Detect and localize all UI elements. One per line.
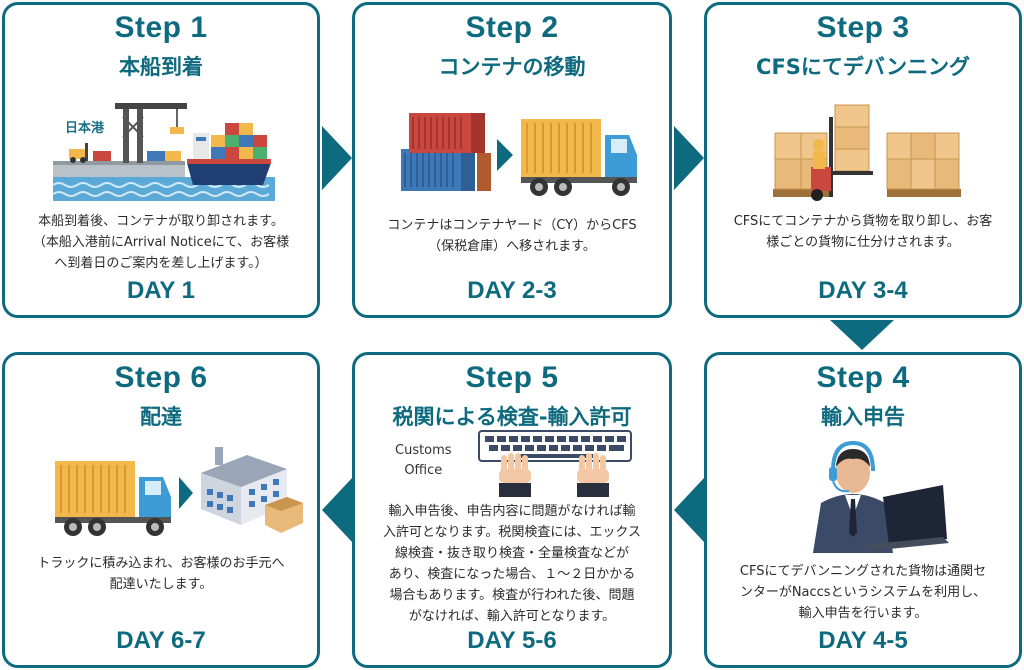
step-number: Step 6 [114,361,208,394]
step-day: DAY 4-5 [818,627,908,654]
step-title: CFSにてデバンニング [756,55,970,79]
truck-to-building-illustration [55,447,303,536]
step-2-card: Step 2 コンテナの移動 コンテナはコンテナヤード（CY）からCFS （保税… [352,2,672,318]
port-label: 日本港 [65,121,105,136]
port-crane-ship-illustration [53,103,275,201]
step-description: トラックに積み込まれ、お客様のお手元へ 配達いたします。 [37,556,285,592]
keyboard-typing-illustration [478,430,632,497]
step-number: Step 2 [465,11,559,44]
operator-with-headset-illustration [813,440,949,553]
containers-to-truck-illustration [401,113,637,196]
step-description: 本船到着後、コンテナが取り卸されます。 （本船入港前にArrival Notic… [32,214,290,271]
step-6-card: Step 6 配達 トラックに積み込まれ、お客様のお手元へ 配達いたします。 D… [2,352,320,668]
step-title: 税関による検査-輸入許可 [392,405,632,429]
step-number: Step 1 [114,11,208,44]
step-1-card: Step 1 本船到着 日本港 [2,2,320,318]
step-number: Step 3 [816,11,910,44]
warehouse-boxes-forklift-illustration [773,104,961,201]
step-description: CFSにてデバンニングされた貨物は通関セ ンターがNaccsというシステムを利用… [739,564,987,621]
arrow-right-icon [674,126,704,190]
step-title: コンテナの移動 [438,55,586,79]
step-title: 配達 [140,405,182,429]
step-description: コンテナはコンテナヤード（CY）からCFS （保税倉庫）へ移されます。 [387,218,637,254]
arrow-right-icon [322,126,352,190]
step-day: DAY 5-6 [467,627,557,654]
arrow-left-icon [674,478,704,542]
step-number: Step 4 [816,361,910,394]
arrow-left-icon [322,478,352,542]
step-day: DAY 1 [126,277,196,304]
arrow-down-icon [830,320,894,350]
step-4-card: Step 4 輸入申告 CFSにてデバンニングされた貨物は通関セ ンターがNac… [704,352,1022,668]
step-day: DAY 2-3 [467,277,557,304]
step-description: CFSにてコンテナから貨物を取り卸し、お客 様ごとの貨物に仕分けされます。 [733,214,993,250]
step-title: 輸入申告 [821,405,905,429]
step-description: 輸入申告後、申告内容に問題がなければ輸 入許可となります。税関検査には、エックス… [383,504,641,624]
step-title: 本船到着 [119,55,203,79]
step-3-card: Step 3 CFSにてデバンニング CFSにてコンテナから貨物を取り卸し、お客… [704,2,1022,318]
step-5-card: Step 5 税関による検査-輸入許可 Customs Office 輸入申告後… [352,352,672,668]
step-day: DAY 6-7 [116,627,206,654]
customs-office-label: Customs Office [395,443,452,478]
step-day: DAY 3-4 [818,277,908,304]
step-number: Step 5 [465,361,559,394]
